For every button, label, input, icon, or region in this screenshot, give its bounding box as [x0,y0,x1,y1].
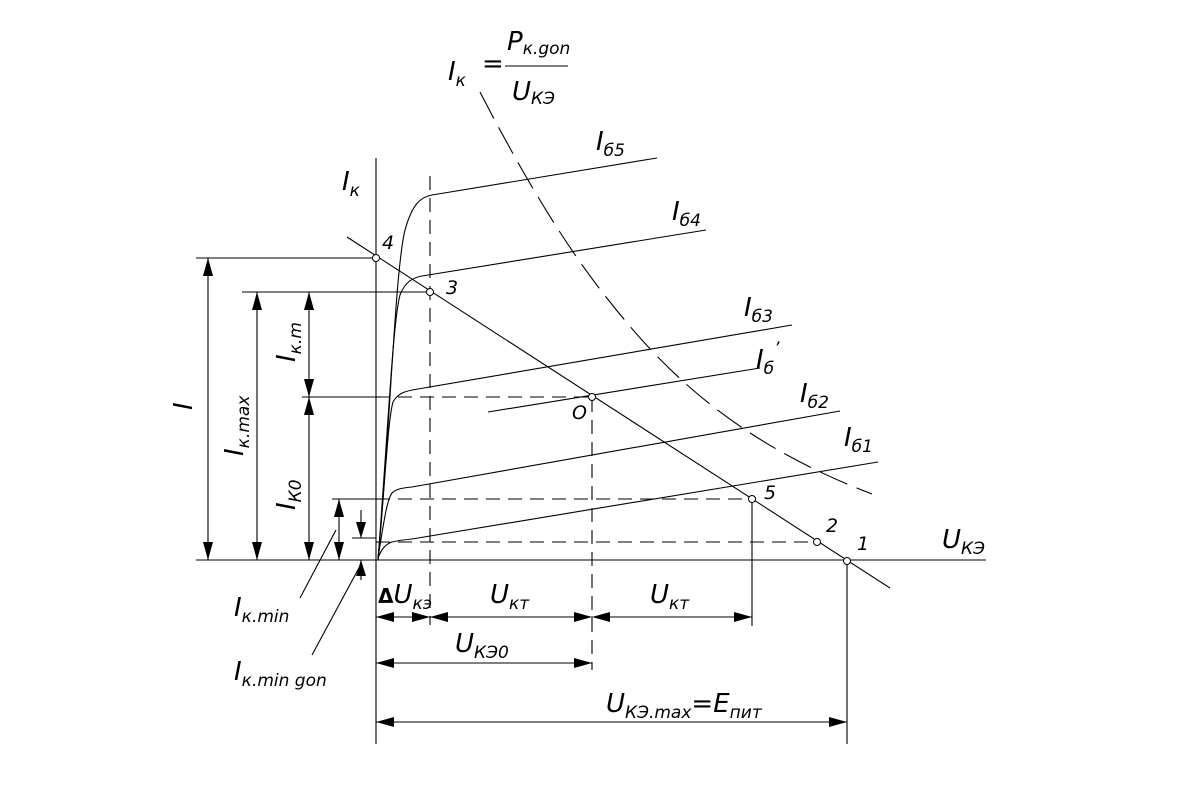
point-3 [426,288,434,296]
curve-ib1 [377,461,879,559]
label-ukm1: Uкт [490,580,530,614]
load-line [346,236,891,589]
label-ib-prime: Iб’ [756,339,780,379]
curve-ib3 [377,324,793,561]
arrow-ikmingon-bot [356,560,366,576]
label-ib1: Iб1 [844,423,873,457]
arrow-uke0-l [376,658,394,668]
arrow-I-bot [203,542,213,560]
leader-ikmin [299,529,337,599]
label-ukemax: UКЭ.max=Eпит [606,689,763,723]
formula-denominator: UКЭ [512,77,555,109]
curve-ib5 [377,157,658,561]
y-axis-label: Iк [342,167,361,201]
label-dim-ikmax: Iк.max [220,395,254,456]
curve-ib-prime [487,367,761,413]
arrow-duke-l [376,612,394,622]
label-point-O: O [572,402,587,424]
arrow-uke0-r [574,658,592,668]
label-point-1: 1 [857,533,869,555]
label-duke: ΔUкэ [378,580,432,614]
label-point-2: 2 [826,515,838,537]
label-dim-ik0: IК0 [272,479,306,510]
arrow-ik0-bot [304,542,314,560]
label-ikmingon: Iк.min gon [234,657,327,691]
label-point-5: 5 [764,482,776,504]
point-2 [813,538,821,546]
label-ib3: Iб3 [744,293,773,327]
power-hyperbola [479,91,873,495]
arrow-ukm2-r [734,612,752,622]
x-axis-label: UКЭ [942,525,985,559]
arrow-ukm2-l [592,612,610,622]
formula-equals: = [482,49,504,79]
curve-ib4 [377,229,707,561]
arrow-ukemax-r [829,717,847,727]
curve-ib2 [377,410,841,559]
formula-lhs: Iк [448,57,467,91]
label-ukm2: Uкт [650,580,690,614]
arrow-ikmax-bot [252,542,262,560]
arrow-ukm1-l [430,612,448,622]
arrow-ikmax-top [252,292,262,310]
arrow-ukm1-r [574,612,592,622]
label-ib2: Iб2 [800,379,829,413]
arrow-ukemax-l [376,717,394,727]
arrow-ik0-top [304,397,314,415]
formula-numerator: Pк.gon [507,27,570,59]
label-ib5: Iб5 [596,127,625,161]
arrow-ikmin-bot [334,542,344,560]
power-formula: Iк = Pк.gon UКЭ [448,27,570,109]
point-O [588,393,596,401]
arrow-ikm-bot [304,379,314,397]
point-5 [748,495,756,503]
label-point-3: 3 [446,277,458,299]
arrow-ikm-top [304,292,314,310]
label-ib4: Iб4 [672,197,701,231]
point-1 [843,557,851,565]
label-ikmin: Iк.min [234,593,289,627]
leader-ikmingon [311,565,361,656]
arrow-I-top [203,258,213,276]
arrow-ikmingon-top [356,522,366,538]
point-4 [372,254,380,262]
arrow-ikmin-top [334,499,344,517]
label-dim-I: I [169,402,199,410]
label-point-4: 4 [382,232,394,254]
arrow-duke-r [412,612,430,622]
label-dim-ikm: Iк.m [272,322,306,362]
label-uke0: UКЭ0 [455,629,509,663]
